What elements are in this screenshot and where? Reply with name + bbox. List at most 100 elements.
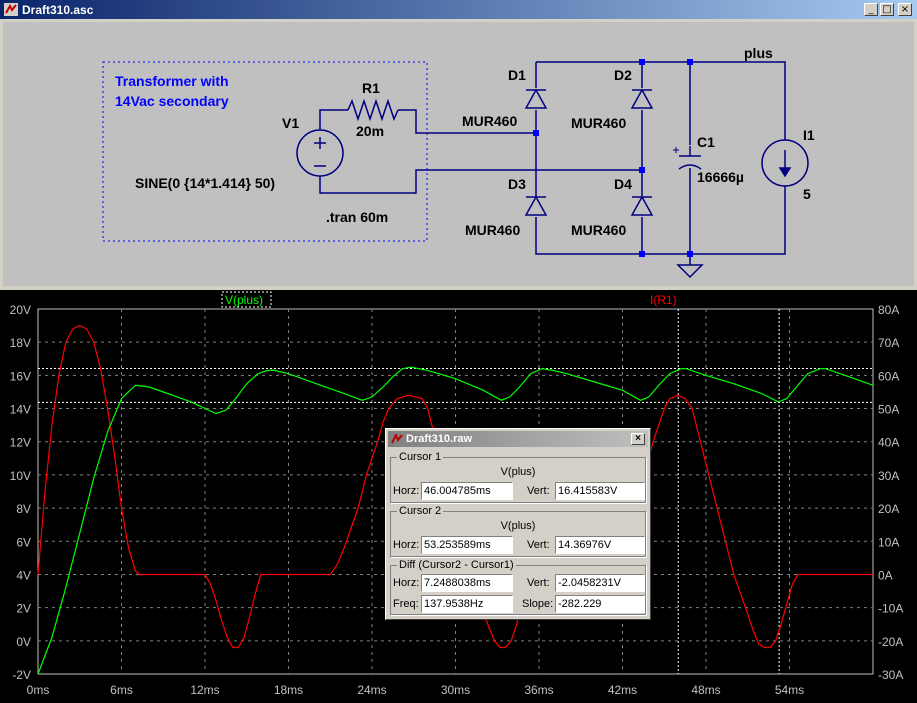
- cursor2-vert-field[interactable]: 14.36976V: [555, 536, 645, 554]
- y-right-tick-label: 40A: [878, 436, 899, 450]
- y-left-tick-label: 8V: [16, 502, 31, 516]
- r1-value: 20m: [356, 123, 384, 139]
- cursor2-expression: V(plus): [500, 520, 536, 532]
- y-left-tick-label: 12V: [10, 436, 31, 450]
- v-plus-label-box: [221, 291, 272, 308]
- dialog-close-button[interactable]: ×: [631, 433, 645, 445]
- trace-v-plus[interactable]: [37, 366, 874, 675]
- x-tick-label: 12ms: [190, 683, 219, 697]
- y-right-tick-label: 80A: [878, 303, 899, 317]
- annotation-line-2: 14Vac secondary: [115, 93, 229, 109]
- d2-model: MUR460: [571, 115, 626, 131]
- cursor-dialog[interactable]: Draft310.raw × Cursor 1 V(plus) Horz: 46…: [385, 428, 651, 620]
- cursor2-group: Cursor 2 V(plus) Horz: 53.253589ms Vert:…: [390, 505, 646, 557]
- cursor1-horz-label: Horz:: [393, 485, 420, 497]
- diff-freq-label: Freq:: [393, 598, 419, 610]
- d4-diode[interactable]: [630, 195, 654, 216]
- x-tick-label: 24ms: [357, 683, 386, 697]
- x-tick-label: 18ms: [274, 683, 303, 697]
- cursor2-horz-label: Horz:: [393, 539, 420, 551]
- c1-name: C1: [697, 134, 715, 150]
- close-button[interactable]: ×: [898, 3, 912, 16]
- d3-name: D3: [508, 176, 526, 192]
- cursor1-vert-field[interactable]: 16.415583V: [555, 482, 645, 500]
- y-right-tick-label: 50A: [878, 403, 899, 417]
- net-label-plus[interactable]: plus: [744, 45, 773, 61]
- diff-vert-field[interactable]: -2.0458231V: [555, 574, 645, 592]
- c1-value: 16666µ: [697, 169, 744, 185]
- minimize-button[interactable]: _: [864, 3, 878, 16]
- cursor2-horz-field[interactable]: 53.253589ms: [421, 536, 513, 554]
- schematic-canvas[interactable]: Transformer with 14Vac secondary V1 SINE…: [0, 19, 917, 289]
- d3-model: MUR460: [465, 222, 520, 238]
- y-left-tick-label: 10V: [10, 469, 31, 483]
- tran-directive[interactable]: .tran 60m: [326, 209, 388, 225]
- ltspice-logo-icon: [391, 434, 403, 444]
- y-right-tick-label: 60A: [878, 369, 899, 383]
- y-right-tick-label: 10A: [878, 535, 899, 549]
- y-right-tick-label: -10A: [878, 602, 903, 616]
- d3-diode[interactable]: [524, 195, 548, 216]
- y-right-tick-label: 30A: [878, 469, 899, 483]
- diff-slope-label: Slope:: [522, 598, 554, 610]
- diff-group: Diff (Cursor2 - Cursor1) Horz: 7.2488038…: [390, 559, 646, 615]
- x-tick-label: 30ms: [441, 683, 470, 697]
- title-bar: Draft310.asc _ □ ×: [0, 0, 917, 19]
- y-right-tick-label: -20A: [878, 635, 903, 649]
- v1-voltage-source[interactable]: [296, 129, 344, 177]
- d1-diode[interactable]: [524, 88, 548, 109]
- trace-i-r1[interactable]: [37, 324, 873, 649]
- x-tick-label: 42ms: [608, 683, 637, 697]
- i1-value: 5: [803, 186, 811, 202]
- y-left-tick-label: 20V: [10, 303, 31, 317]
- x-tick-label: 48ms: [691, 683, 720, 697]
- y-left-tick-label: 0V: [16, 635, 31, 649]
- y-right-tick-label: 20A: [878, 502, 899, 516]
- x-tick-label: 0ms: [27, 683, 50, 697]
- diff-horz-field[interactable]: 7.2488038ms: [421, 574, 513, 592]
- cursor2-title: Cursor 2: [397, 505, 444, 517]
- trace-label-i-r1[interactable]: I(R1): [650, 293, 677, 307]
- maximize-button[interactable]: □: [880, 3, 894, 16]
- cursor2-vert-label: Vert:: [527, 539, 550, 551]
- diff-horz-label: Horz:: [393, 577, 420, 589]
- y-left-tick-label: 6V: [16, 535, 31, 549]
- window-title: Draft310.asc: [22, 3, 94, 17]
- y-left-tick-label: 2V: [16, 602, 31, 616]
- d1-model: MUR460: [462, 113, 517, 129]
- annotation-line-1: Transformer with: [115, 73, 229, 89]
- cursor1-horz-field[interactable]: 46.004785ms: [421, 482, 513, 500]
- d4-name: D4: [614, 176, 632, 192]
- i1-name: I1: [803, 127, 815, 143]
- ground-symbol: [676, 264, 704, 279]
- c1-capacitor[interactable]: [673, 146, 702, 170]
- y-right-tick-label: 0A: [878, 568, 893, 582]
- d4-model: MUR460: [571, 222, 626, 238]
- x-tick-label: 54ms: [775, 683, 804, 697]
- ltspice-app-icon: [4, 3, 18, 16]
- i1-current-source[interactable]: [761, 139, 809, 187]
- y-left-tick-label: 14V: [10, 403, 31, 417]
- dialog-title-bar: Draft310.raw ×: [388, 431, 648, 447]
- r1-resistor[interactable]: [347, 98, 399, 122]
- diff-slope-field[interactable]: -282.229: [555, 595, 645, 613]
- cursor1-vert-label: Vert:: [527, 485, 550, 497]
- cursor1-expression: V(plus): [500, 466, 536, 478]
- wires: [319, 61, 786, 265]
- x-tick-label: 36ms: [524, 683, 553, 697]
- y-right-tick-label: -30A: [878, 668, 903, 682]
- trace-label-v-plus[interactable]: V(plus): [225, 293, 263, 307]
- r1-name: R1: [362, 80, 380, 96]
- d2-name: D2: [614, 67, 632, 83]
- diff-freq-field[interactable]: 137.9538Hz: [421, 595, 513, 613]
- cursor1-group: Cursor 1 V(plus) Horz: 46.004785ms Vert:…: [390, 451, 646, 503]
- dialog-title: Draft310.raw: [406, 433, 473, 445]
- d1-name: D1: [508, 67, 526, 83]
- v1-value: SINE(0 {14*1.414} 50): [135, 175, 275, 191]
- diff-vert-label: Vert:: [527, 577, 550, 589]
- cursor1-title: Cursor 1: [397, 451, 444, 463]
- node-dots: [533, 59, 693, 257]
- d2-diode[interactable]: [630, 88, 654, 109]
